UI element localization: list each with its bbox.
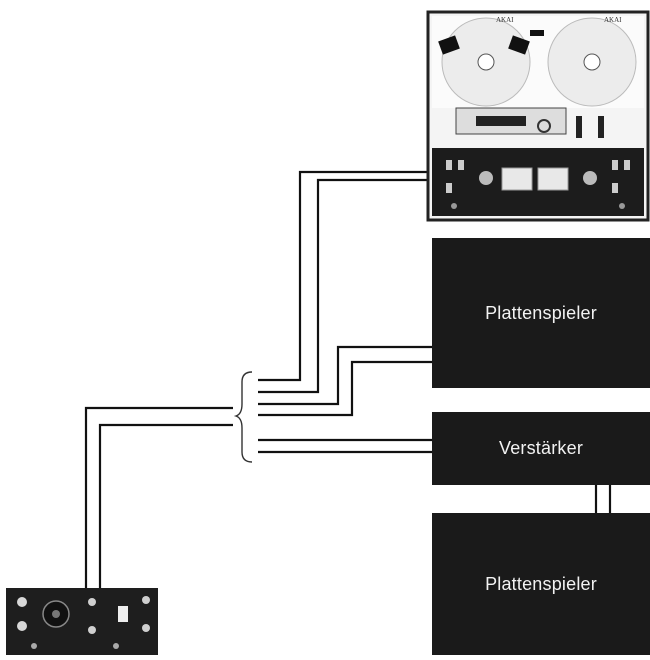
tape-deck-icon: AKAI AKAI: [426, 8, 650, 222]
brand-right: AKAI: [604, 16, 622, 24]
brace-icon: [233, 371, 253, 463]
turntable-top-box: Plattenspieler: [432, 238, 650, 388]
cable-turntable-1: [258, 345, 432, 406]
turntable-top-label: Plattenspieler: [485, 302, 597, 323]
amplifier-box: Verstärker: [432, 412, 650, 485]
turntable-bottom-label: Plattenspieler: [485, 573, 597, 594]
cable-mixer-1: [84, 406, 233, 590]
cable-tapedeck-2: [258, 178, 432, 394]
cable-tapedeck-1: [258, 170, 432, 382]
cable-mixer-2: [98, 423, 233, 590]
turntable-bottom-box: Plattenspieler: [432, 513, 650, 655]
cable-turntable-2: [258, 360, 432, 417]
brand-left: AKAI: [496, 16, 514, 24]
amplifier-label: Verstärker: [498, 438, 584, 458]
mixer-panel-icon: [6, 588, 158, 655]
